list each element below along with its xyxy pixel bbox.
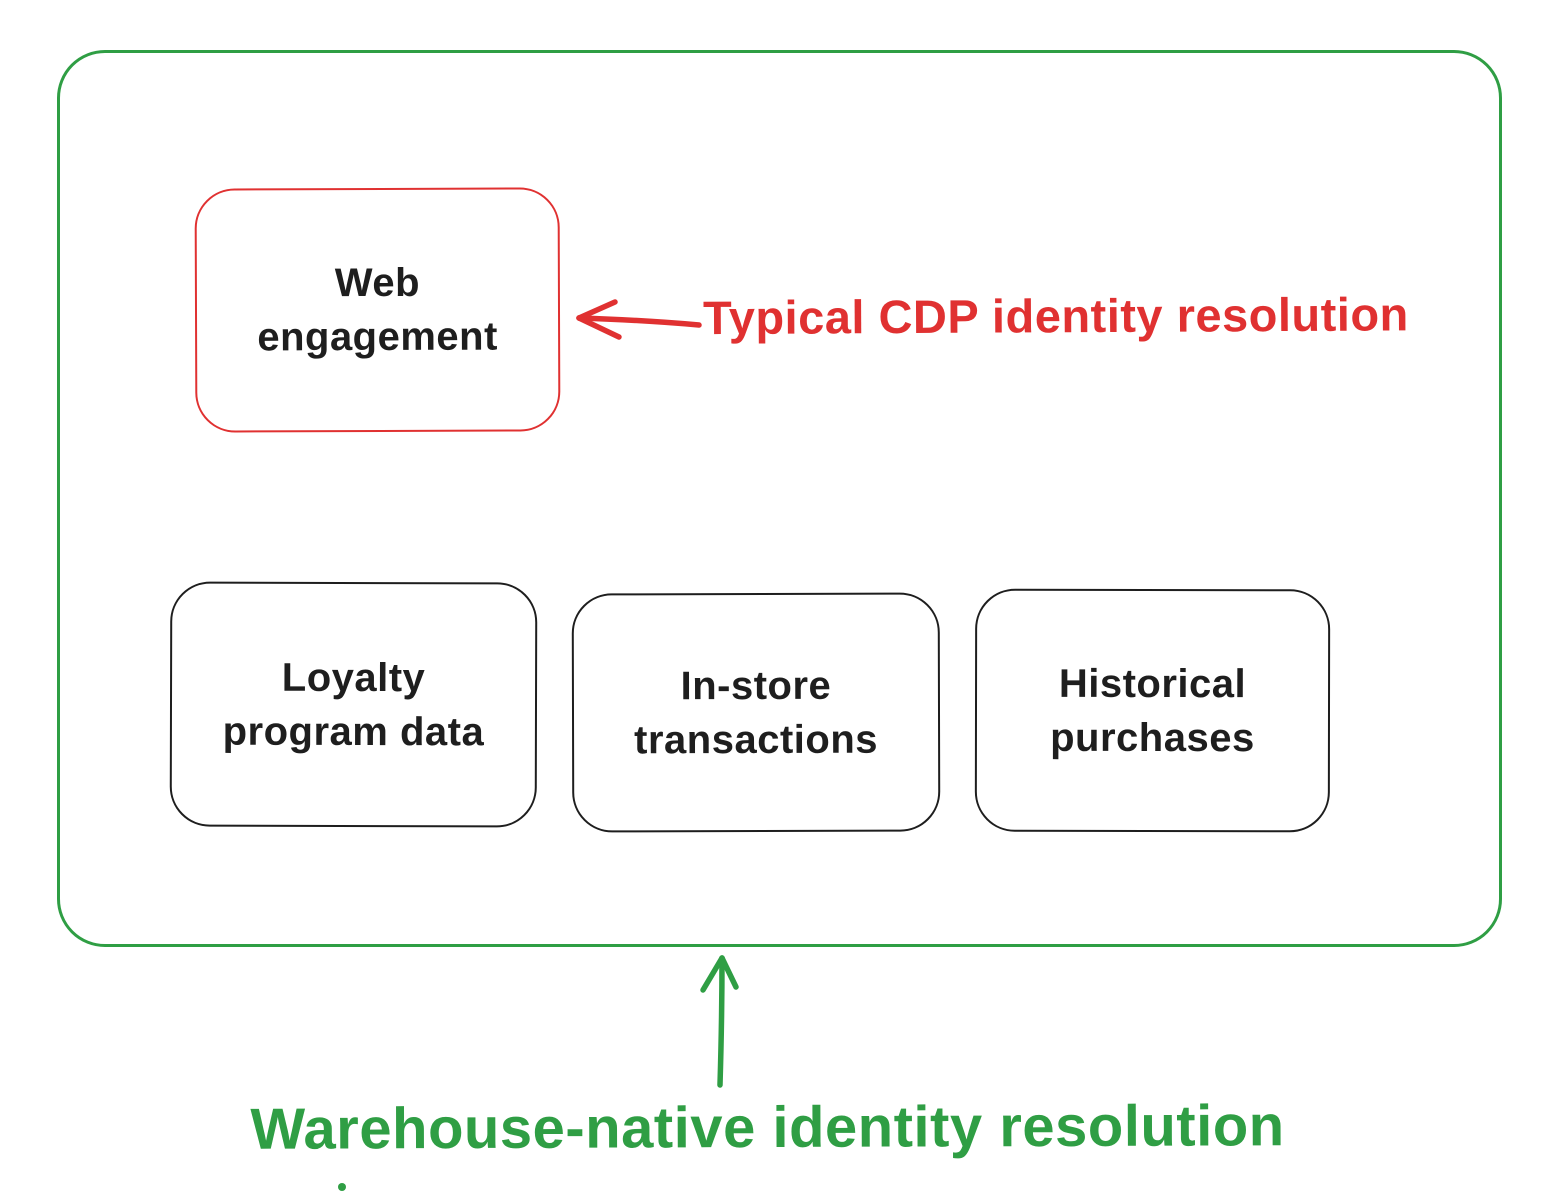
loyalty-program-data-label: Loyalty program data xyxy=(222,655,485,754)
cdp-annotation-arrow-icon xyxy=(576,299,702,340)
loyalty-program-data-box: Loyalty program data xyxy=(169,581,538,828)
web-engagement-box: Web engagement xyxy=(194,187,561,433)
stray-ink-dot xyxy=(338,1183,346,1191)
in-store-transactions-label: In-store transactions xyxy=(634,663,879,762)
warehouse-annotation-arrow-icon xyxy=(700,955,739,1088)
historical-purchases-box: Historical purchases xyxy=(974,588,1331,833)
web-engagement-label: Web engagement xyxy=(257,260,498,360)
warehouse-annotation-label: Warehouse-native identity resolution xyxy=(250,1093,1285,1162)
warehouse-container-box xyxy=(57,50,1502,947)
in-store-transactions-box: In-store transactions xyxy=(571,592,941,833)
cdp-annotation-label: Typical CDP identity resolution xyxy=(702,287,1409,345)
historical-purchases-label: Historical purchases xyxy=(1050,661,1255,760)
